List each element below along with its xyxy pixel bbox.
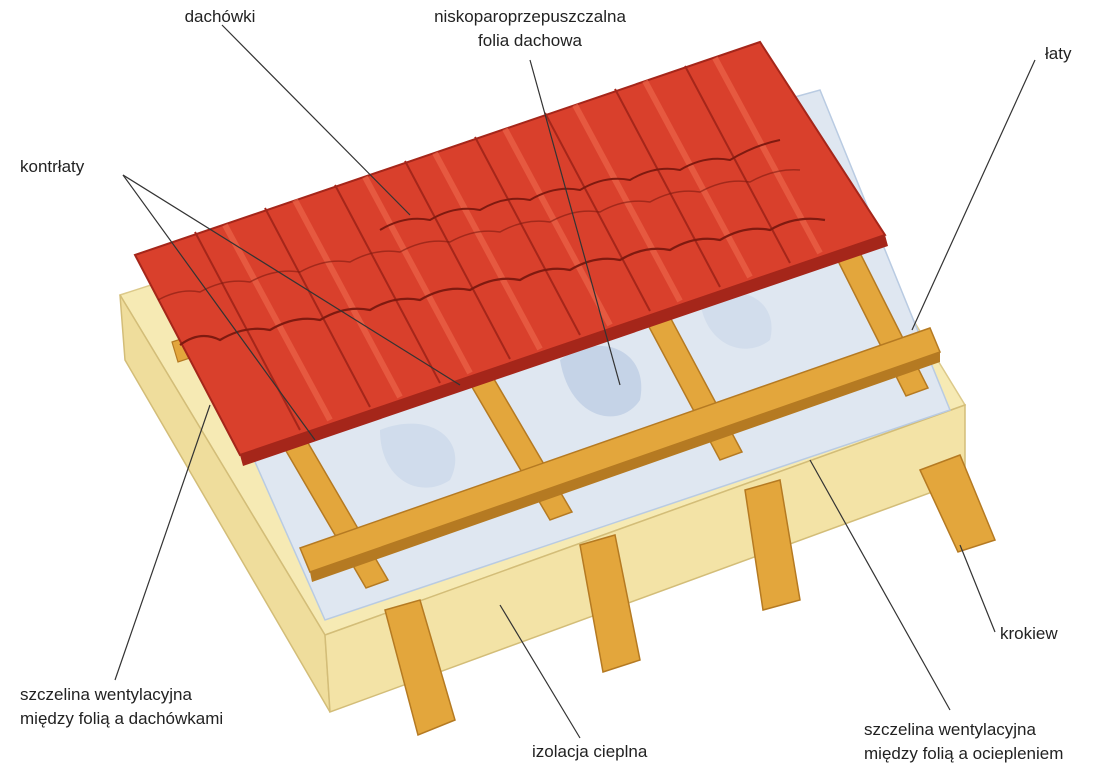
tile-course-line (179, 217, 826, 346)
rafter (579, 534, 641, 673)
label-szczelina-dach-line2: między folią a dachówkami (20, 709, 224, 728)
tile-course-line (157, 169, 801, 301)
label-szczelina-dach: szczelina wentylacyjna między folią a da… (20, 683, 223, 731)
leader-kontrlaty-a (122, 174, 316, 441)
label-izolacja: izolacja cieplna (532, 742, 648, 761)
leader-kontrlaty-b (122, 174, 461, 386)
label-laty: łaty (1045, 44, 1072, 63)
label-szczelina-ociep-line1: szczelina wentylacyjna (864, 720, 1036, 739)
tiling-batten-edge (310, 352, 940, 582)
leader-dachowki (221, 24, 411, 216)
membrane-shading (560, 345, 642, 417)
label-folia-line2: folia dachowa (478, 31, 582, 50)
rafter (918, 454, 997, 553)
membrane-shading (700, 292, 772, 349)
leader-folia (529, 59, 621, 386)
rafters (384, 454, 997, 737)
label-kontrlaty: kontrłaty (20, 157, 85, 176)
label-szczelina-ociep: szczelina wentylacyjna między folią a oc… (864, 718, 1063, 766)
leader-krokiew (959, 544, 996, 633)
tile-highlights (222, 56, 823, 422)
label-szczelina-dach-line1: szczelina wentylacyjna (20, 685, 192, 704)
rafter (384, 599, 456, 737)
roof-tiles (133, 40, 888, 466)
tile-front-edge (240, 235, 888, 466)
label-dachowki: dachówki (184, 7, 256, 26)
tile-course-line (379, 139, 781, 231)
label-szczelina-ociep-line2: między folią a ociepleniem (864, 744, 1064, 763)
tile-ridges (194, 65, 791, 431)
label-folia: niskoparoprzepuszczalna folia dachowa (400, 5, 660, 53)
leader-lines (114, 24, 1036, 739)
leader-izolacja (499, 604, 581, 739)
label-folia-line1: niskoparoprzepuszczalna (434, 7, 626, 26)
leader-laty (911, 59, 1036, 331)
label-krokiew: krokiew (1000, 624, 1058, 643)
leader-szczelina-dach (114, 404, 211, 681)
rafter (744, 479, 801, 611)
leader-szczelina-ociep (809, 459, 951, 711)
membrane-shading (380, 423, 456, 488)
